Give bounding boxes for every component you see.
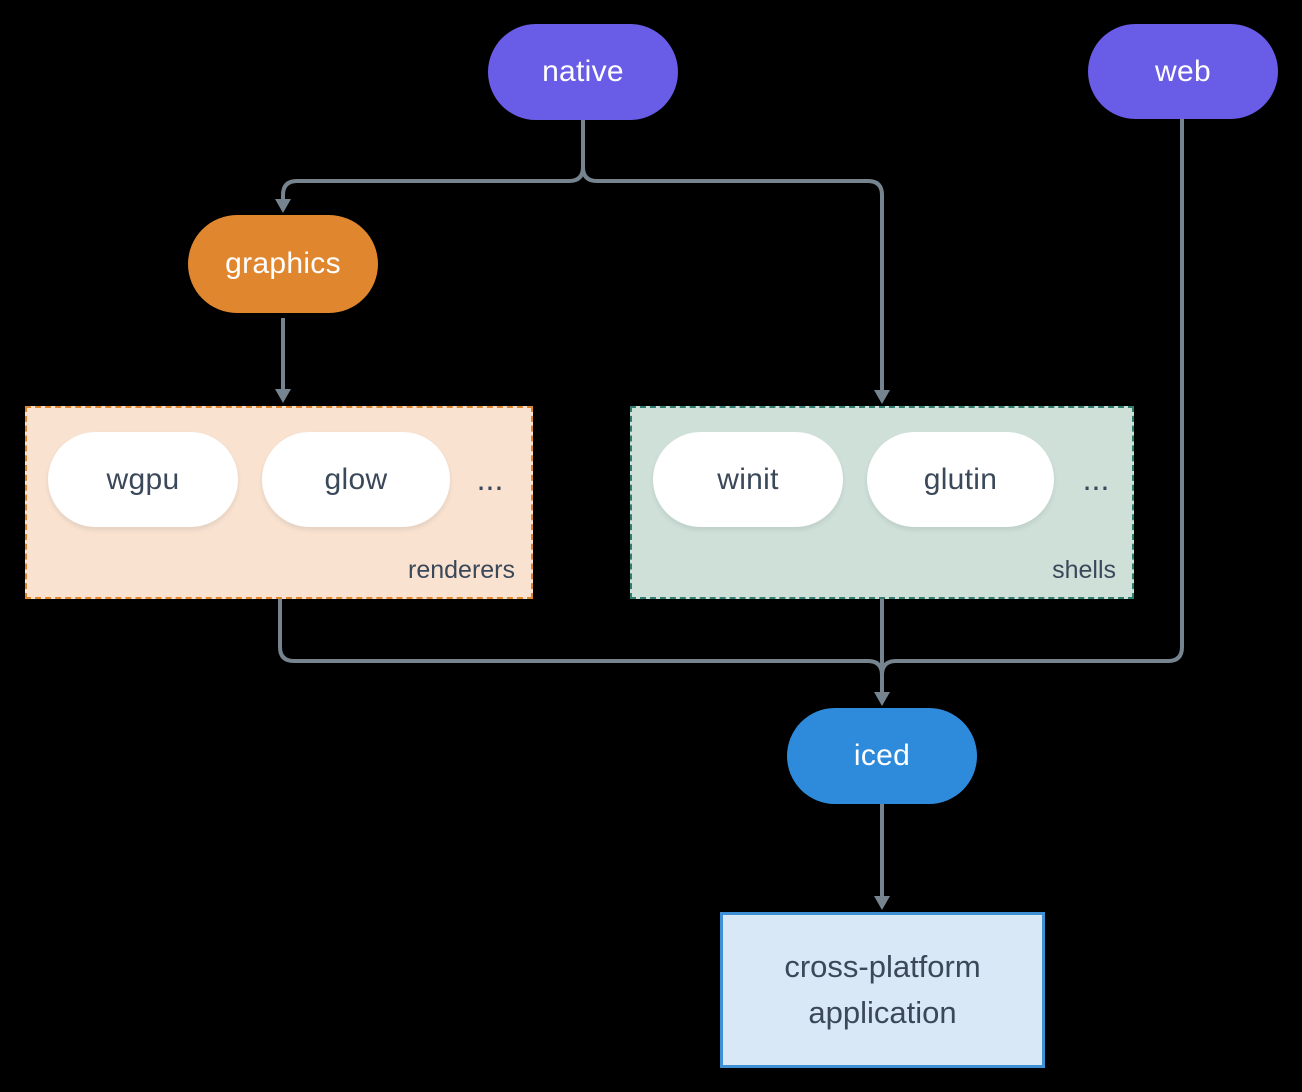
node-iced: iced	[787, 708, 977, 804]
arrowhead-graphics	[275, 199, 291, 213]
group-shells-label: shells	[1052, 556, 1116, 584]
edge-renderers-iced	[278, 599, 884, 676]
arrowhead-iced	[874, 692, 890, 706]
node-iced-label: iced	[853, 739, 911, 772]
node-glutin: glutin	[867, 432, 1054, 527]
group-renderers-label: renderers	[408, 556, 515, 584]
node-wgpu-label: wgpu	[106, 462, 180, 496]
node-glow-label: glow	[324, 462, 388, 496]
node-graphics: graphics	[188, 215, 378, 313]
shells-ellipsis: ...	[1082, 461, 1110, 497]
node-native: native	[488, 24, 678, 120]
edge-native-graphics	[281, 120, 585, 200]
node-graphics-label: graphics	[225, 247, 341, 280]
renderers-ellipsis: ...	[476, 461, 504, 497]
node-glutin-label: glutin	[923, 462, 998, 496]
arrowhead-shells	[874, 390, 890, 404]
arrowhead-renderers	[275, 389, 291, 403]
node-cross-platform-application: cross-platform application	[720, 912, 1045, 1068]
node-wgpu: wgpu	[48, 432, 238, 527]
node-web-label: web	[1155, 54, 1211, 88]
node-winit-label: winit	[717, 462, 779, 496]
node-glow: glow	[262, 432, 450, 527]
arrowhead-app	[874, 896, 890, 910]
node-web: web	[1088, 24, 1278, 119]
node-app-label: cross-platform application	[784, 949, 981, 1030]
edge-native-shells	[581, 166, 884, 391]
node-winit: winit	[653, 432, 843, 527]
node-native-label: native	[542, 55, 624, 88]
